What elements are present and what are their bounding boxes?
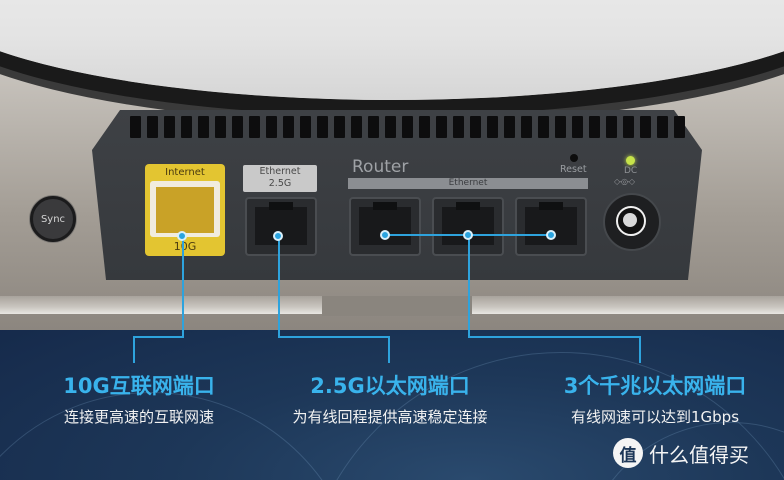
internet-port-speed: 10G xyxy=(173,240,197,253)
callout-line xyxy=(278,336,390,338)
reset-button[interactable] xyxy=(570,154,578,162)
ethernet-group-label: Ethernet xyxy=(348,178,588,189)
watermark: 值 什么值得买 xyxy=(613,438,749,468)
callout-line xyxy=(278,236,280,338)
dc-jack-ring xyxy=(616,206,646,236)
reset-label: Reset xyxy=(560,164,587,175)
callout-title: 2.5G以太网端口 xyxy=(310,374,470,398)
internet-port-label: Internet xyxy=(165,167,205,178)
power-led-icon xyxy=(626,156,635,165)
callout-title: 3个千兆以太网端口 xyxy=(563,374,747,398)
base-notch xyxy=(322,296,472,316)
sync-label: Sync xyxy=(40,213,66,225)
callout-node xyxy=(546,230,556,240)
caption-banner xyxy=(0,312,784,480)
callout-2.5g-ethernet: 2.5G以太网端口 为有线回程提供高速稳定连接 xyxy=(275,370,505,427)
callout-line xyxy=(639,336,641,363)
callout-line xyxy=(133,336,135,363)
callout-10g-internet: 10G互联网端口 连接更高速的互联网速 xyxy=(44,370,234,427)
callout-subtitle: 为有线回程提供高速稳定连接 xyxy=(292,408,488,426)
callout-line xyxy=(133,336,184,338)
rj45-icon xyxy=(156,187,214,233)
callout-node xyxy=(177,231,187,241)
callout-line xyxy=(468,234,470,338)
callout-node xyxy=(380,230,390,240)
watermark-logo-icon: 值 xyxy=(613,438,643,468)
sync-button[interactable]: Sync xyxy=(30,196,76,242)
watermark-text: 什么值得买 xyxy=(649,442,749,467)
ethernet-port-3[interactable] xyxy=(515,197,587,256)
callout-line xyxy=(468,336,641,338)
dc-polarity-icon: ◇-◎-◇ xyxy=(614,177,635,186)
dc-jack-pin xyxy=(623,213,637,227)
dc-label: DC xyxy=(624,166,638,176)
callout-line xyxy=(388,336,390,363)
vent-grille xyxy=(130,116,690,144)
ethernet-2.5g-port[interactable] xyxy=(245,197,317,256)
callout-title: 10G互联网端口 xyxy=(63,374,215,398)
ethernet-2.5g-label: Ethernet 2.5G xyxy=(243,165,317,192)
callout-gigabit-ethernet: 3个千兆以太网端口 有线网速可以达到1Gbps xyxy=(545,370,765,427)
callout-node xyxy=(273,231,283,241)
callout-line xyxy=(182,236,184,338)
ethernet-port-1[interactable] xyxy=(349,197,421,256)
router-label: Router xyxy=(352,157,409,177)
callout-node xyxy=(463,230,473,240)
callout-subtitle: 连接更高速的互联网速 xyxy=(63,408,214,426)
callout-subtitle: 有线网速可以达到1Gbps xyxy=(570,408,740,426)
